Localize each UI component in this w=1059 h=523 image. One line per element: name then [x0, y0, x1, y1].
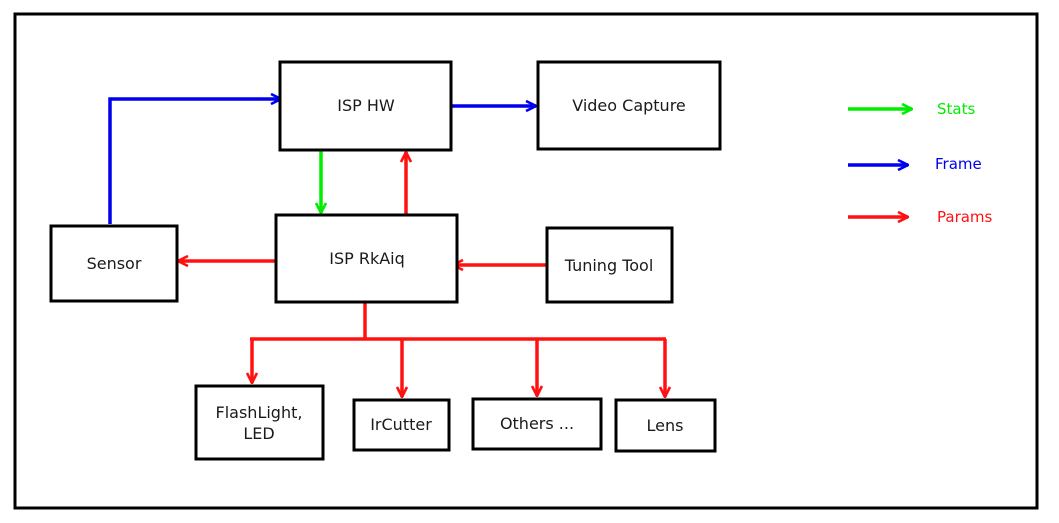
legend-item-frame: Frame — [848, 155, 982, 173]
node-flashlight-label-line1: FlashLight, — [216, 403, 303, 422]
node-isp-rkaiq-label: ISP RkAiq — [329, 249, 405, 268]
legend: Stats Frame Params — [848, 100, 993, 226]
legend-params-label: Params — [937, 208, 993, 226]
node-tuning-tool-label: Tuning Tool — [564, 256, 654, 275]
node-lens: Lens — [614, 398, 717, 453]
legend-item-stats: Stats — [848, 100, 975, 118]
edge-sensor-to-isp-hw — [108, 99, 281, 224]
node-video-capture-label: Video Capture — [572, 96, 686, 115]
node-others: Others ... — [471, 397, 603, 451]
legend-item-params: Params — [848, 208, 993, 226]
node-flashlight-label-line2: LED — [243, 424, 274, 443]
node-sensor-label: Sensor — [87, 254, 142, 273]
node-flashlight-led: FlashLight, LED — [194, 384, 325, 461]
node-isp-rkaiq: ISP RkAiq — [274, 213, 459, 304]
legend-frame-label: Frame — [935, 155, 982, 173]
node-sensor: Sensor — [49, 224, 179, 303]
node-ircutter: IrCutter — [352, 398, 451, 452]
node-ircutter-label: IrCutter — [370, 415, 432, 434]
node-video-capture: Video Capture — [536, 60, 722, 151]
node-lens-label: Lens — [647, 416, 684, 435]
node-others-label: Others ... — [500, 414, 574, 433]
node-isp-hw-label: ISP HW — [337, 96, 395, 115]
node-tuning-tool: Tuning Tool — [545, 226, 674, 304]
legend-stats-label: Stats — [937, 100, 975, 118]
node-isp-hw: ISP HW — [278, 60, 453, 152]
